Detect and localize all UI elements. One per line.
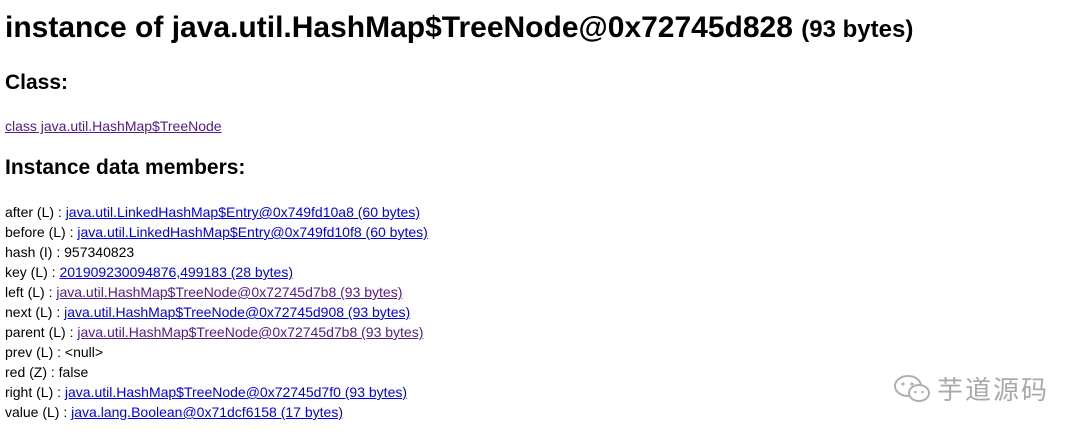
member-value-link[interactable]: java.util.LinkedHashMap$Entry@0x749fd10f… <box>77 224 428 240</box>
instance-members-heading: Instance data members: <box>5 156 246 179</box>
member-value-link[interactable]: java.util.HashMap$TreeNode@0x72745d908 (… <box>64 304 411 320</box>
member-value-link[interactable]: java.lang.Boolean@0x71dcf6158 (17 bytes) <box>71 404 343 420</box>
instance-members-list: after (L) : java.util.LinkedHashMap$Entr… <box>5 202 428 422</box>
page-title-size: (93 bytes) <box>801 16 914 43</box>
member-label: after (L) : <box>5 204 66 220</box>
member-label: prev (L) : <box>5 344 65 360</box>
member-value: 957340823 <box>64 244 135 260</box>
member-value-link[interactable]: 201909230094876,499183 (28 bytes) <box>59 264 294 280</box>
member-value-link[interactable]: java.util.HashMap$TreeNode@0x72745d7b8 (… <box>77 324 424 340</box>
class-link-container: class java.util.HashMap$TreeNode <box>5 117 222 135</box>
member-label: key (L) : <box>5 264 60 280</box>
member-row: key (L) : 201909230094876,499183 (28 byt… <box>5 262 428 282</box>
member-label: left (L) : <box>5 284 57 300</box>
member-label: right (L) : <box>5 384 65 400</box>
wechat-icon <box>894 374 930 402</box>
member-label: parent (L) : <box>5 324 78 340</box>
member-row: left (L) : java.util.HashMap$TreeNode@0x… <box>5 282 428 302</box>
member-label: before (L) : <box>5 224 78 240</box>
member-row: hash (I) : 957340823 <box>5 242 428 262</box>
watermark-text: 芋道源码 <box>937 376 1050 406</box>
member-label: red (Z) : <box>5 364 59 380</box>
member-value: <null> <box>64 344 104 360</box>
watermark: 芋道源码 <box>893 370 1049 407</box>
member-row: value (L) : java.lang.Boolean@0x71dcf615… <box>5 402 428 422</box>
member-row: before (L) : java.util.LinkedHashMap$Ent… <box>5 222 428 242</box>
member-value-link[interactable]: java.util.HashMap$TreeNode@0x72745d7f0 (… <box>64 384 408 400</box>
member-label: value (L) : <box>5 404 72 420</box>
member-row: right (L) : java.util.HashMap$TreeNode@0… <box>5 382 428 402</box>
member-row: red (Z) : false <box>5 362 428 382</box>
member-value: false <box>58 364 89 380</box>
member-row: prev (L) : <null> <box>5 342 428 362</box>
class-heading: Class: <box>5 71 69 94</box>
member-value-link[interactable]: java.util.HashMap$TreeNode@0x72745d7b8 (… <box>56 284 403 300</box>
member-label: hash (I) : <box>5 244 65 260</box>
member-value-link[interactable]: java.util.LinkedHashMap$Entry@0x749fd10a… <box>65 204 420 220</box>
member-label: next (L) : <box>5 304 65 320</box>
page-title: instance of java.util.HashMap$TreeNode@0… <box>5 10 913 48</box>
member-row: parent (L) : java.util.HashMap$TreeNode@… <box>5 322 428 342</box>
member-row: next (L) : java.util.HashMap$TreeNode@0x… <box>5 302 428 322</box>
member-row: after (L) : java.util.LinkedHashMap$Entr… <box>5 202 428 222</box>
class-link[interactable]: class java.util.HashMap$TreeNode <box>5 118 222 134</box>
page-title-text: instance of java.util.HashMap$TreeNode@0… <box>5 11 793 44</box>
